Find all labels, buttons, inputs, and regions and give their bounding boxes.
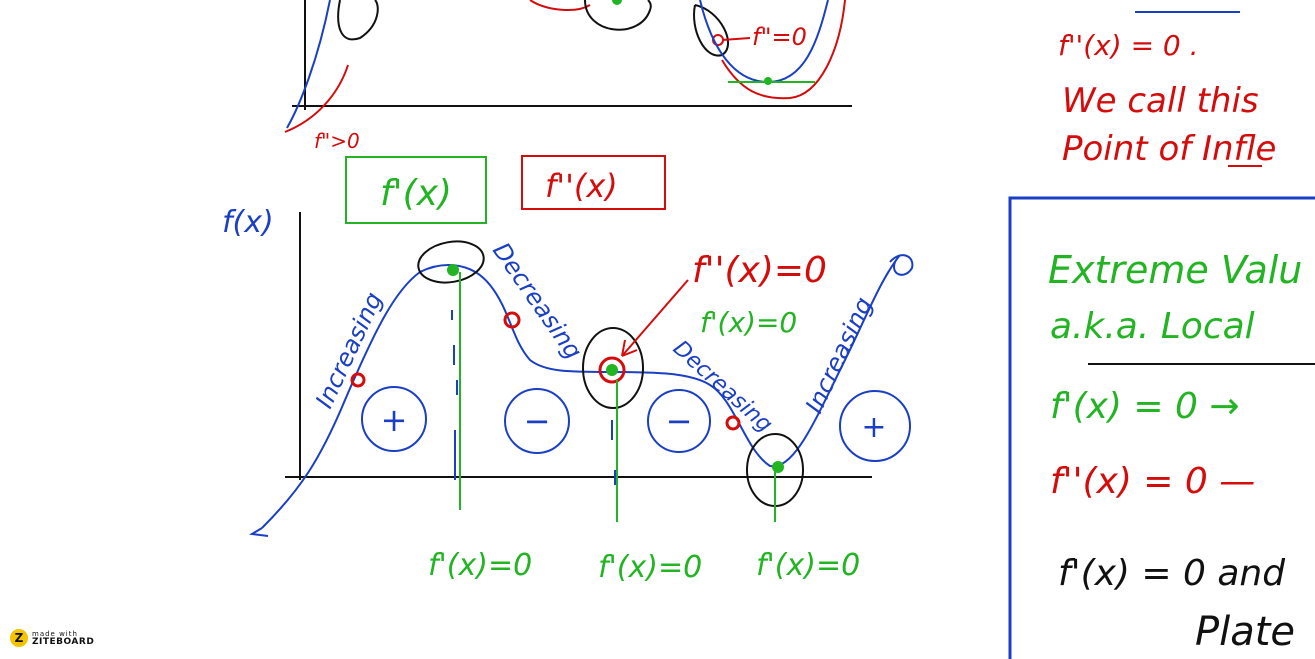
- main-graph-sign-circle-1: [361, 386, 427, 452]
- legend: f'(x) f''(x): [345, 155, 666, 224]
- top-graph-red-arc-top: [529, 0, 591, 11]
- main-graph-min-point: [772, 461, 784, 473]
- main-graph-bottom-label-1: f'(x)=0: [428, 548, 532, 583]
- right-notes-top-line-2: We call this: [1062, 81, 1259, 121]
- ziteboard-logo[interactable]: Z made with ZITEBOARD: [10, 627, 120, 649]
- main-graph-sign-4: +: [861, 410, 886, 445]
- main-graph-sign-circle-2: [504, 388, 570, 454]
- right-notes-box-line-2: a.k.a. Local: [1050, 306, 1255, 347]
- main-graph-max-circle: [417, 240, 485, 284]
- main-graph-bottom-label-3: f'(x)=0: [756, 548, 860, 583]
- main-graph-inflection-point-1: [350, 372, 366, 388]
- legend-first-derivative-label: f'(x): [380, 173, 452, 214]
- main-graph-plateau-point: [606, 364, 618, 376]
- top-graph-black-circle-top: [584, 0, 652, 31]
- main-graph-sign-2: −: [524, 402, 551, 440]
- main-graph-inflection-point-3: [725, 415, 741, 431]
- top-graph-arrow-to-inflection: [721, 37, 751, 41]
- top-graph-black-loop-right: [693, 4, 729, 57]
- main-graph-sign-1: +: [381, 401, 408, 439]
- main-graph-increasing-right-label: Increasing: [800, 293, 878, 418]
- main-graph-sign-circle-4: [839, 390, 911, 462]
- legend-first-derivative-box: [345, 156, 487, 224]
- main-graph-bottom-label-2: f'(x)=0: [598, 550, 702, 585]
- main-graph-blue-dash-1: [451, 310, 458, 480]
- main-graph-f2-zero-label: f''(x)=0: [692, 250, 827, 291]
- main-graph-max-point: [447, 264, 459, 276]
- top-graph-green-point-top: [612, 0, 622, 5]
- main-graph-red-arrow-shaft: [621, 279, 689, 357]
- right-notes-box: [1008, 196, 1315, 659]
- top-graph-black-loop-left: [337, 0, 379, 41]
- right-notes-top-line-1: f''(x) = 0 .: [1058, 29, 1199, 62]
- logo-made-with: made with: [32, 630, 78, 638]
- legend-second-derivative-label: f''(x): [545, 167, 618, 205]
- main-graph-plateau-circle: [582, 327, 644, 409]
- main-graph-f1-zero-label: f'(x)=0: [700, 306, 797, 339]
- right-notes: f''(x) = 0 . We call this Point of Infle…: [1008, 11, 1315, 659]
- right-notes-top-line-3: Point of Infle: [1062, 129, 1276, 169]
- legend-second-derivative-box: [521, 155, 666, 210]
- main-graph-function-curve: [261, 254, 901, 529]
- right-notes-box-line-4: f''(x) = 0 —: [1050, 461, 1255, 502]
- top-graph-f2-zero-label: f"=0: [752, 23, 807, 51]
- top-graph-blue-curve-left: [286, 0, 331, 129]
- logo-brand: ZITEBOARD: [32, 637, 95, 647]
- main-graph-increasing-left-label: Increasing: [310, 288, 388, 413]
- main-graph-sign-circle-3: [647, 389, 711, 453]
- main-graph-plateau-point-outer: [598, 356, 626, 384]
- main-graph: f(x) f''(x)=0 f'(x)=0 Increasing Decreas…: [222, 205, 914, 585]
- main-graph-curve-end-loop: [889, 254, 914, 276]
- right-notes-box-line-1: Extreme Valu: [1048, 248, 1302, 292]
- ziteboard-logo-text: made with ZITEBOARD: [32, 630, 95, 647]
- main-graph-inflection-point-2: [503, 311, 521, 329]
- right-notes-box-line-3: f'(x) = 0 →: [1050, 386, 1240, 427]
- top-graph: f"=0 f">0: [284, 0, 852, 153]
- top-graph-red-curve-right: [721, 0, 846, 100]
- right-notes-box-line-5: f'(x) = 0 and: [1058, 553, 1286, 594]
- main-graph-y-label: f(x): [222, 205, 274, 240]
- top-graph-f2-positive-label: f">0: [314, 129, 360, 153]
- main-graph-sign-3: −: [666, 402, 693, 440]
- ziteboard-logo-mark: Z: [10, 629, 28, 647]
- main-graph-decreasing-1-label: Decreasing: [487, 237, 588, 364]
- main-graph-blue-dash-2: [611, 420, 616, 485]
- main-graph-red-arrow-head: [621, 339, 638, 357]
- top-graph-red-curve-left: [284, 64, 349, 133]
- top-graph-green-point-min: [764, 77, 772, 85]
- main-graph-curve-start-tail: [249, 527, 269, 537]
- right-notes-box-line-6: Plate: [1195, 609, 1295, 655]
